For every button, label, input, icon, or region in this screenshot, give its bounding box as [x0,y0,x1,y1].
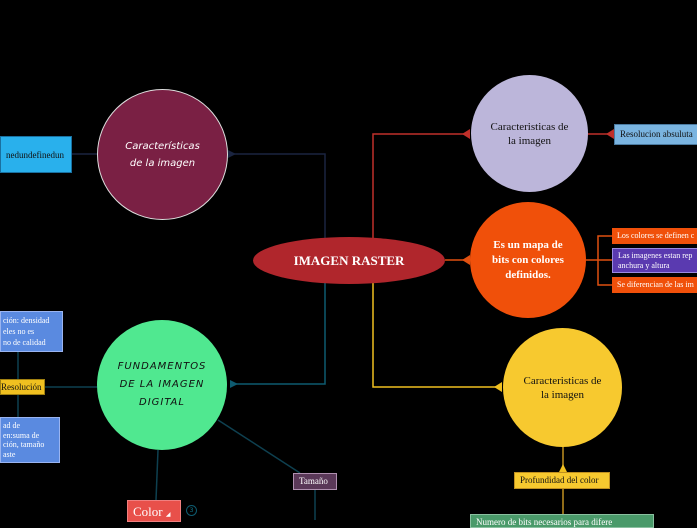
node-label: Caracteristicas de la imagen [523,374,602,401]
box-densidad[interactable]: ción: densidad eles no es no de calidad [0,311,63,352]
node-mapa-bits[interactable]: Es un mapa de bits con colores definidos… [470,202,586,318]
node-fundamentos[interactable]: FUNDAMENTOS DE LA IMAGEN DIGITAL [97,320,227,450]
collapsed-count-badge[interactable]: 3 [186,505,197,516]
box-line: no de calidad [3,338,46,347]
box-tamano[interactable]: Tamaño [293,473,337,490]
box-line: en:suma de [3,430,40,440]
central-node[interactable]: IMAGEN RASTER [253,237,445,284]
expand-corner-icon[interactable]: ◢ [165,512,171,518]
node-caracteristicas-top[interactable]: Caracteristicas de la imagen [471,75,588,192]
box-line: aste [3,449,16,459]
node-caracteristicas-bottom[interactable]: Caracteristicas de la imagen [503,328,622,447]
box-line: ción: densidad [3,316,50,325]
node-label: Caracteristicas de la imagen [490,120,569,147]
box-profundidad-color[interactable]: Profundidad del color [514,472,610,489]
node-label: Es un mapa de bits con colores definidos… [492,238,564,281]
box-line: Las imagenes estan rep [618,251,693,260]
box-undefined[interactable]: nedundefinedun [0,136,72,173]
box-line: ad de [3,421,21,430]
box-imagenes-representadas[interactable]: Las imagenes estan rep anchura y altura [612,248,697,273]
box-color[interactable]: Color ◢ [127,500,181,522]
node-caracteristicas-left[interactable]: Características de la imagen [97,89,228,220]
box-resolucion[interactable]: Resolución [0,379,45,395]
box-line: eles no es [3,327,35,336]
box-numero-bits[interactable]: Numero de bits necesarios para difere [470,514,654,528]
node-label: FUNDAMENTOS DE LA IMAGEN DIGITAL [117,361,207,408]
central-node-label: IMAGEN RASTER [293,252,405,268]
box-colores-definen[interactable]: Los colores se definen c [612,228,697,244]
node-label: Características de la imagen [125,140,200,169]
box-resolucion-absoluta[interactable]: Resolucion absuluta [614,124,697,145]
box-line: ción, tamaño [3,440,45,449]
box-diferencian[interactable]: Se diferencian de las im [612,277,697,293]
box-label: Color [133,504,163,519]
box-line: anchura y altura [618,261,670,270]
box-calidad[interactable]: ad de en:suma de ción, tamaño aste [0,417,60,463]
